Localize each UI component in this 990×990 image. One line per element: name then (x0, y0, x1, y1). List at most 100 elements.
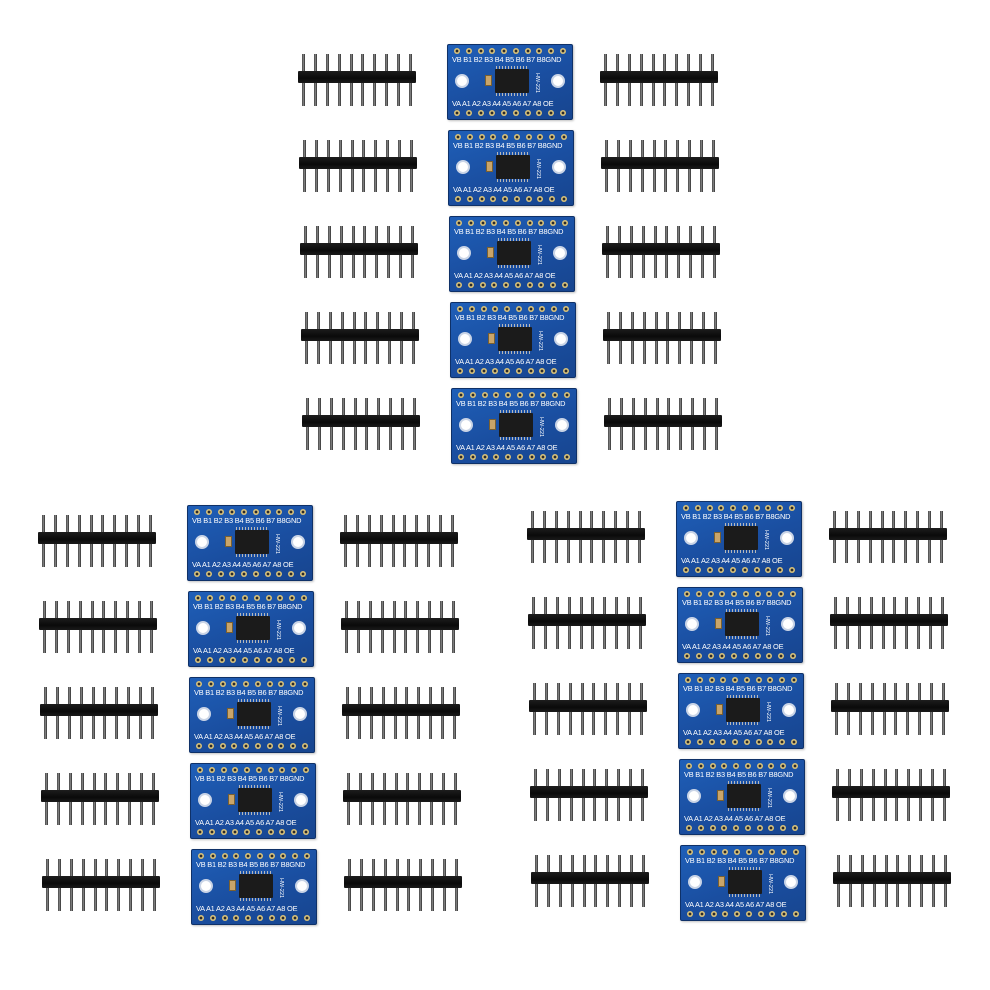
bottom-pad-row (194, 571, 306, 577)
board-model-label: HW-221 (534, 72, 540, 94)
solder-pad (539, 306, 546, 312)
solder-pad (551, 368, 558, 374)
solder-pad (559, 110, 566, 116)
solder-pad (479, 220, 486, 226)
pin-header-strip (830, 597, 948, 649)
board-top-pin-labels: VB B1 B2 B3 B4 B5 B6 B7 B8GND (195, 774, 305, 783)
solder-pad (790, 677, 797, 683)
solder-pad (768, 763, 775, 769)
solder-pad (278, 681, 285, 687)
capacitor (228, 794, 235, 805)
solder-pad (525, 134, 532, 140)
capacitor (487, 247, 494, 258)
solder-pad (279, 767, 286, 773)
solder-pad (514, 282, 521, 288)
solder-pad (537, 134, 544, 140)
top-pad-row (455, 134, 567, 140)
top-pad-row (194, 509, 306, 515)
solder-pad (550, 282, 557, 288)
solder-pad (492, 368, 499, 374)
board-model-label: HW-221 (535, 158, 541, 180)
solder-pad (268, 915, 275, 921)
bottom-pad-row (685, 739, 797, 745)
header-plastic-bar (39, 618, 157, 630)
solder-pad (480, 368, 487, 374)
solder-pad (477, 110, 484, 116)
solder-pad (265, 595, 272, 601)
header-plastic-bar (529, 700, 647, 712)
solder-pad (196, 681, 202, 687)
solder-pad (549, 196, 556, 202)
solder-pad (686, 763, 692, 769)
capacitor (227, 708, 234, 719)
board-model-label: HW-221 (537, 330, 543, 352)
solder-pad (291, 829, 298, 835)
solder-pad (524, 48, 531, 54)
solder-pad (513, 196, 520, 202)
solder-pad (221, 915, 228, 921)
board-model-label: HW-221 (278, 877, 284, 899)
solder-pad (721, 763, 728, 769)
header-plastic-bar (531, 872, 649, 884)
board-top-pin-labels: VB B1 B2 B3 B4 B5 B6 B7 B8GND (455, 313, 565, 322)
solder-pad (769, 911, 776, 917)
solder-pad (276, 509, 283, 515)
solder-pad (458, 392, 464, 398)
top-pad-row (198, 853, 310, 859)
solder-pad (742, 653, 749, 659)
solder-pad (732, 739, 739, 745)
solder-pad (718, 567, 725, 573)
pin-header-strip (600, 54, 718, 106)
pin-header-strip (341, 601, 459, 653)
solder-pad (503, 220, 510, 226)
solder-pad (233, 853, 240, 859)
solder-pad (266, 743, 273, 749)
solder-pad (698, 849, 705, 855)
header-plastic-bar (343, 790, 461, 802)
pin-header-strip (42, 859, 160, 911)
solder-pad (229, 571, 236, 577)
mounting-hole (783, 789, 797, 803)
header-plastic-bar (830, 614, 948, 626)
solder-pad (767, 677, 774, 683)
solder-pad (694, 567, 701, 573)
mounting-hole (684, 531, 698, 545)
header-plastic-bar (299, 157, 417, 169)
ic-chip (238, 785, 272, 815)
header-plastic-bar (832, 786, 950, 798)
solder-pad (684, 653, 690, 659)
ic-chip (497, 238, 531, 268)
solder-pad (254, 681, 261, 687)
solder-pad (562, 306, 569, 312)
solder-pad (197, 767, 203, 773)
solder-pad (288, 571, 295, 577)
solder-pad (267, 829, 274, 835)
solder-pad (733, 763, 740, 769)
board-top-pin-labels: VB B1 B2 B3 B4 B5 B6 B7 B8GND (681, 512, 791, 521)
solder-pad (768, 825, 775, 831)
board-top-pin-labels: VB B1 B2 B3 B4 B5 B6 B7 B8GND (196, 860, 306, 869)
mounting-hole (687, 789, 701, 803)
solder-pad (195, 595, 201, 601)
bottom-pad-row (684, 653, 796, 659)
solder-pad (493, 392, 500, 398)
solder-pad (217, 571, 224, 577)
mounting-hole (780, 531, 794, 545)
board-top-pin-labels: VB B1 B2 B3 B4 B5 B6 B7 B8GND (682, 598, 792, 607)
solder-pad (528, 392, 535, 398)
pin-header-strip (601, 140, 719, 192)
solder-pad (466, 196, 473, 202)
board-bottom-pin-labels: VA A1 A2 A3 A4 A5 A6 A7 A8 OE (683, 728, 785, 737)
ic-chip (726, 695, 760, 725)
solder-pad (525, 196, 532, 202)
solder-pad (194, 509, 200, 515)
top-pad-row (685, 677, 797, 683)
solder-pad (455, 134, 461, 140)
solder-pad (781, 911, 788, 917)
solder-pad (708, 677, 715, 683)
header-plastic-bar (829, 528, 947, 540)
solder-pad (290, 743, 297, 749)
solder-pad (244, 829, 251, 835)
